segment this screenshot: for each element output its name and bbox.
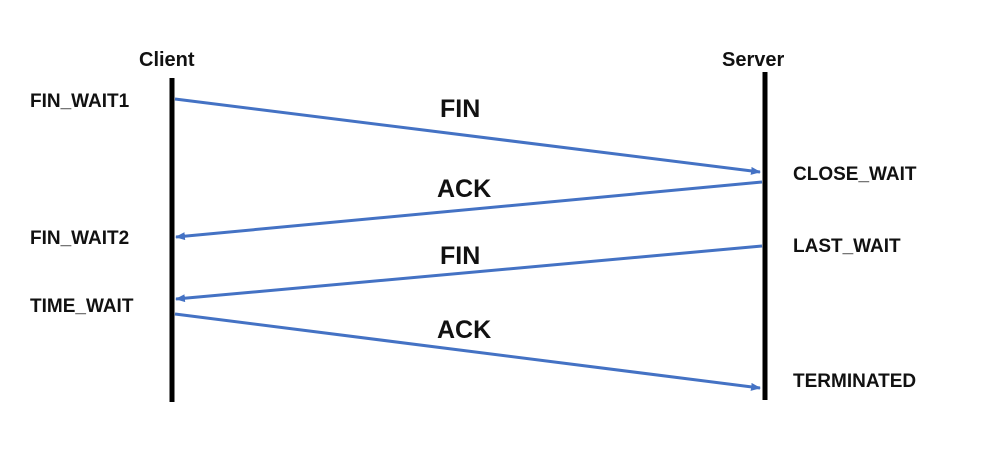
fin-arrow-2 <box>175 244 763 303</box>
client-state-time-wait: TIME_WAIT <box>30 296 134 317</box>
ack-arrow-2 <box>174 312 761 391</box>
message-label-ack-2: ACK <box>437 316 492 344</box>
message-label-fin-2: FIN <box>440 242 481 270</box>
server-header: Server <box>722 49 785 71</box>
ack-arrow-1 <box>175 180 763 241</box>
client-state-fin-wait2: FIN_WAIT2 <box>30 228 130 249</box>
server-state-close-wait: CLOSE_WAIT <box>793 164 917 185</box>
fin-arrow-1 <box>174 97 761 175</box>
client-header: Client <box>139 49 195 71</box>
message-label-ack-1: ACK <box>437 175 492 203</box>
message-label-fin-1: FIN <box>440 95 481 123</box>
server-state-terminated: TERMINATED <box>793 371 917 392</box>
server-state-last-wait: LAST_WAIT <box>793 236 901 257</box>
client-state-fin-wait1: FIN_WAIT1 <box>30 91 130 112</box>
